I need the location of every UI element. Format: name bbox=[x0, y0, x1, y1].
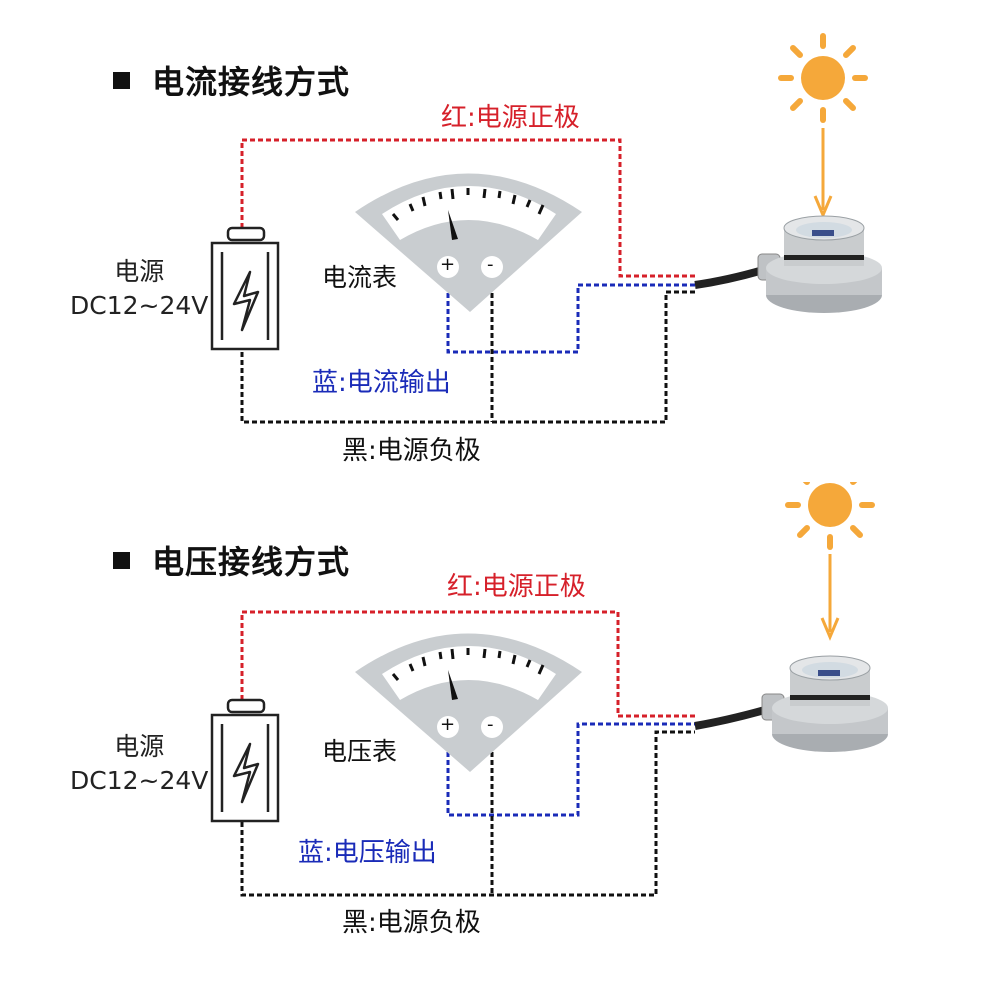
power-source-name: 电源 bbox=[114, 732, 165, 761]
section-title: 电流接线方式 bbox=[113, 57, 350, 103]
black-wire bbox=[240, 285, 695, 424]
blue-wire-label: 蓝:电压输出 bbox=[298, 838, 437, 868]
blue-wire-label: 蓝:电流输出 bbox=[312, 368, 451, 398]
meter-positive-terminal: + bbox=[440, 254, 456, 275]
battery-icon bbox=[210, 698, 280, 823]
black-wire-label: 黑:电源负极 bbox=[342, 908, 481, 938]
voltage-wiring-section: 电压接线方式 bbox=[0, 482, 1000, 962]
red-wire-label: 红:电源正极 bbox=[441, 103, 580, 133]
red-wire-label: 红:电源正极 bbox=[447, 572, 586, 602]
wiring-diagram bbox=[210, 33, 882, 424]
sun-icon bbox=[778, 33, 868, 123]
battery-icon bbox=[210, 226, 280, 351]
red-wire bbox=[240, 610, 695, 718]
black-wire bbox=[240, 730, 695, 897]
light-arrow-icon bbox=[820, 554, 840, 641]
sun-icon bbox=[785, 482, 875, 550]
meter-positive-terminal: + bbox=[440, 714, 456, 735]
black-wire-label: 黑:电源负极 bbox=[342, 436, 481, 466]
meter-label: 电压表 bbox=[322, 737, 398, 766]
bullet-square-icon bbox=[113, 71, 130, 89]
red-wire bbox=[240, 138, 695, 278]
light-sensor-device bbox=[694, 655, 888, 752]
blue-wire bbox=[446, 722, 695, 817]
meter-icon bbox=[355, 173, 582, 312]
light-arrow-icon bbox=[813, 128, 833, 219]
power-source-spec: DC12~24V bbox=[70, 291, 209, 320]
current-wiring-section: 电流接线方式 bbox=[0, 0, 1000, 480]
power-source-name: 电源 bbox=[114, 257, 165, 286]
meter-negative-terminal: - bbox=[487, 254, 494, 275]
meter-negative-terminal: - bbox=[487, 714, 494, 735]
section-title: 电压接线方式 bbox=[113, 537, 350, 583]
power-source-label: 电源 DC12~24V bbox=[70, 730, 208, 798]
power-source-spec: DC12~24V bbox=[70, 766, 209, 795]
bullet-square-icon bbox=[113, 551, 130, 569]
light-sensor-device bbox=[694, 215, 882, 313]
wiring-diagram bbox=[210, 482, 888, 897]
blue-wire bbox=[446, 283, 695, 354]
meter-label: 电流表 bbox=[322, 263, 398, 292]
power-source-label: 电源 DC12~24V bbox=[70, 255, 208, 323]
meter-icon bbox=[355, 633, 582, 772]
